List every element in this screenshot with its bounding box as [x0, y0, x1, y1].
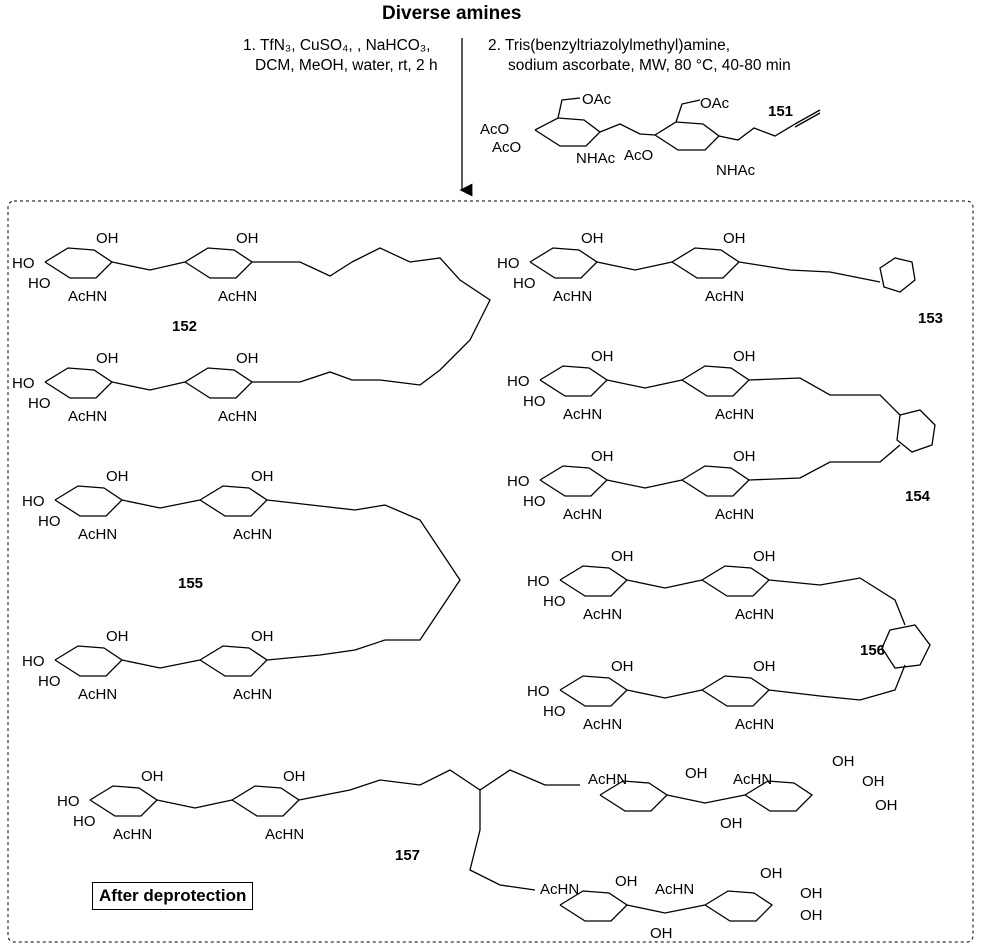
oh-label: OH — [875, 797, 898, 814]
ho-label: HO — [22, 653, 45, 670]
achn-label: AcHN — [563, 406, 602, 423]
achn-label: AcHN — [588, 771, 627, 788]
reagent-number-151: 151 — [768, 103, 794, 120]
ho-label: HO — [507, 473, 530, 490]
oh-label: OH — [283, 768, 306, 785]
achn-label: AcHN — [553, 288, 592, 305]
oh-label: OH — [615, 873, 638, 890]
oh-label: OH — [581, 230, 604, 247]
achn-label: AcHN — [583, 716, 622, 733]
ho-label: HO — [523, 493, 546, 510]
condition-1-line-1: 1. TfN₃, CuSO₄, , NaHCO₃, — [243, 37, 431, 54]
compound-number-156: 156 — [860, 642, 886, 659]
oh-label: OH — [96, 350, 119, 367]
ho-label: HO — [73, 813, 96, 830]
condition-1-line-2: DCM, MeOH, water, rt, 2 h — [255, 57, 438, 74]
ho-label: HO — [38, 513, 61, 530]
achn-label: AcHN — [735, 606, 774, 623]
oh-label: OH — [862, 773, 885, 790]
ho-label: HO — [543, 593, 566, 610]
achn-label: AcHN — [233, 526, 272, 543]
reagent-151-structure — [534, 97, 821, 151]
achn-label: AcHN — [583, 606, 622, 623]
compound-number-157: 157 — [395, 847, 421, 864]
oh-label: OH — [760, 865, 783, 882]
compound-number-152: 152 — [172, 318, 198, 335]
oh-label: OH — [800, 885, 823, 902]
achn-label: AcHN — [733, 771, 772, 788]
compound-number-155: 155 — [178, 575, 204, 592]
oh-label: OH — [720, 815, 743, 832]
ho-label: HO — [57, 793, 80, 810]
oh-label: OH — [733, 448, 756, 465]
condition-2-line-2: sodium ascorbate, MW, 80 °C, 40-80 min — [508, 57, 791, 74]
oh-label: OH — [106, 628, 129, 645]
reagent-label-aco-1: AcO — [480, 121, 509, 138]
ho-label: HO — [507, 373, 530, 390]
achn-label: AcHN — [540, 881, 579, 898]
ho-label: HO — [28, 395, 51, 412]
reagent-label-nhac-2: NHAc — [716, 162, 756, 179]
oh-label: OH — [236, 350, 259, 367]
achn-label: AcHN — [715, 406, 754, 423]
atom-labels: OH HO HO AcHN OH AcHN OH HO HO AcHN OH A… — [12, 230, 898, 942]
ho-label: HO — [543, 703, 566, 720]
reagent-label-nhac-1: NHAc — [576, 150, 616, 167]
achn-label: AcHN — [265, 826, 304, 843]
ho-label: HO — [12, 255, 35, 272]
ho-label: HO — [497, 255, 520, 272]
oh-label: OH — [800, 907, 823, 924]
ho-label: HO — [12, 375, 35, 392]
compound-number-153: 153 — [918, 310, 944, 327]
achn-label: AcHN — [78, 686, 117, 703]
oh-label: OH — [591, 448, 614, 465]
ho-label: HO — [22, 493, 45, 510]
oh-label: OH — [753, 548, 776, 565]
oh-label: OH — [753, 658, 776, 675]
oh-label: OH — [611, 658, 634, 675]
achn-label: AcHN — [68, 288, 107, 305]
oh-label: OH — [251, 468, 274, 485]
achn-label: AcHN — [233, 686, 272, 703]
reagent-label-oac-1: OAc — [582, 91, 612, 108]
reagent-label-oac-2: OAc — [700, 95, 730, 112]
ho-label: HO — [38, 673, 61, 690]
ho-label: HO — [527, 683, 550, 700]
oh-label: OH — [96, 230, 119, 247]
ho-label: HO — [513, 275, 536, 292]
product-structures — [44, 247, 936, 922]
achn-label: AcHN — [735, 716, 774, 733]
oh-label: OH — [611, 548, 634, 565]
oh-label: OH — [591, 348, 614, 365]
oh-label: OH — [650, 925, 673, 942]
achn-label: AcHN — [218, 288, 257, 305]
achn-label: AcHN — [715, 506, 754, 523]
achn-label: AcHN — [68, 408, 107, 425]
scheme-title: Diverse amines — [382, 3, 522, 24]
oh-label: OH — [733, 348, 756, 365]
ho-label: HO — [527, 573, 550, 590]
ho-label: HO — [28, 275, 51, 292]
achn-label: AcHN — [655, 881, 694, 898]
oh-label: OH — [236, 230, 259, 247]
achn-label: AcHN — [113, 826, 152, 843]
achn-label: AcHN — [218, 408, 257, 425]
oh-label: OH — [106, 468, 129, 485]
oh-label: OH — [141, 768, 164, 785]
reagent-label-aco-3: AcO — [624, 147, 653, 164]
oh-label: OH — [832, 753, 855, 770]
oh-label: OH — [251, 628, 274, 645]
oh-label: OH — [723, 230, 746, 247]
condition-2-line-1: 2. Tris(benzyltriazolylmethyl)amine, — [488, 37, 731, 54]
achn-label: AcHN — [563, 506, 602, 523]
oh-label: OH — [685, 765, 708, 782]
after-deprotection-label: After deprotection — [92, 882, 254, 910]
products-frame — [7, 200, 974, 943]
achn-label: AcHN — [705, 288, 744, 305]
ho-label: HO — [523, 393, 546, 410]
achn-label: AcHN — [78, 526, 117, 543]
reagent-label-aco-2: AcO — [492, 139, 521, 156]
compound-number-154: 154 — [905, 488, 931, 505]
